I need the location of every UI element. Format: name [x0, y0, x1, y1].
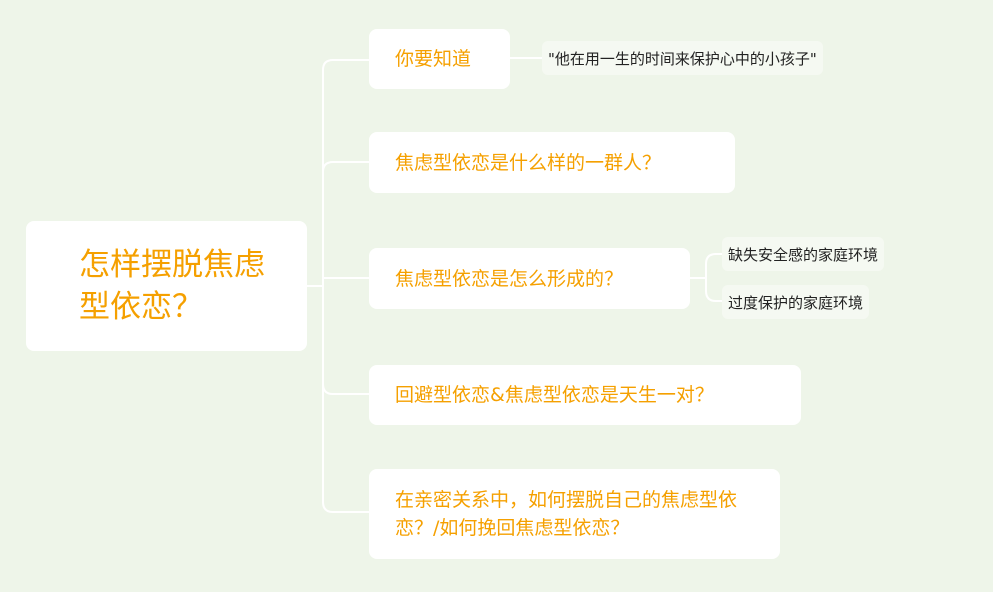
- leaf-label: 过度保护的家庭环境: [728, 293, 864, 312]
- leaf-label: "他在用一生的时间来保护心中的小孩子": [548, 49, 817, 68]
- leaf-node[interactable]: "他在用一生的时间来保护心中的小孩子": [542, 41, 823, 75]
- branch-label: 焦虑型依恋是什么样的一群人？: [395, 151, 662, 174]
- root-topic[interactable]: 怎样摆脱焦虑型依恋？: [26, 221, 307, 351]
- branch-node[interactable]: 你要知道: [369, 29, 510, 89]
- branch-node[interactable]: 回避型依恋&焦虑型依恋是天生一对？: [369, 365, 801, 425]
- branch-node[interactable]: 焦虑型依恋是怎么形成的？: [369, 248, 690, 309]
- root-label: 怎样摆脱焦虑型依恋？: [79, 247, 265, 325]
- leaf-node[interactable]: 缺失安全感的家庭环境: [722, 237, 885, 271]
- branch-label: 回避型依恋&焦虑型依恋是天生一对？: [395, 384, 714, 406]
- branch-node[interactable]: 焦虑型依恋是什么样的一群人？: [369, 132, 735, 193]
- branch-label: 你要知道: [395, 48, 472, 70]
- leaf-label: 缺失安全感的家庭环境: [728, 245, 879, 264]
- leaf-node[interactable]: 过度保护的家庭环境: [722, 285, 870, 319]
- branch-label: 焦虑型依恋是怎么形成的？: [395, 267, 624, 290]
- branch-label: 在亲密关系中，如何摆脱自己的焦虑型依恋？/如何挽回焦虑型依恋？: [395, 489, 738, 539]
- branch-node[interactable]: 在亲密关系中，如何摆脱自己的焦虑型依恋？/如何挽回焦虑型依恋？: [369, 469, 780, 559]
